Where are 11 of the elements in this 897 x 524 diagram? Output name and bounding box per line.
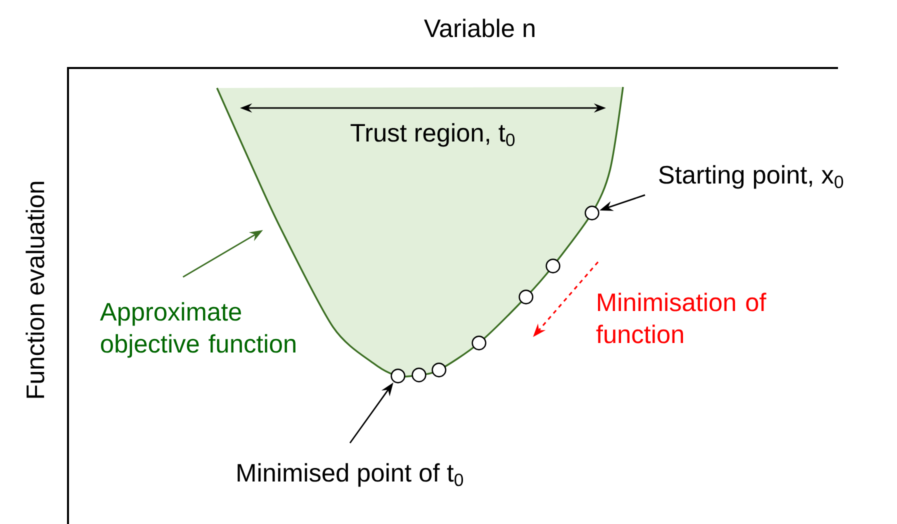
text-label: Minimised point of t$_{0}$ bbox=[238, 463, 464, 487]
data-point bbox=[518, 290, 534, 304]
data-point bbox=[390, 368, 406, 384]
data-point bbox=[584, 206, 600, 220]
data-point bbox=[412, 368, 426, 382]
axis-label: Function evaluation bbox=[26, 182, 44, 398]
data-point bbox=[546, 258, 560, 274]
data-point bbox=[432, 362, 446, 378]
data-point bbox=[472, 336, 486, 350]
axis-label: Variable n bbox=[424, 18, 534, 38]
text-label: Starting point, x$_{0}$ bbox=[659, 165, 844, 189]
